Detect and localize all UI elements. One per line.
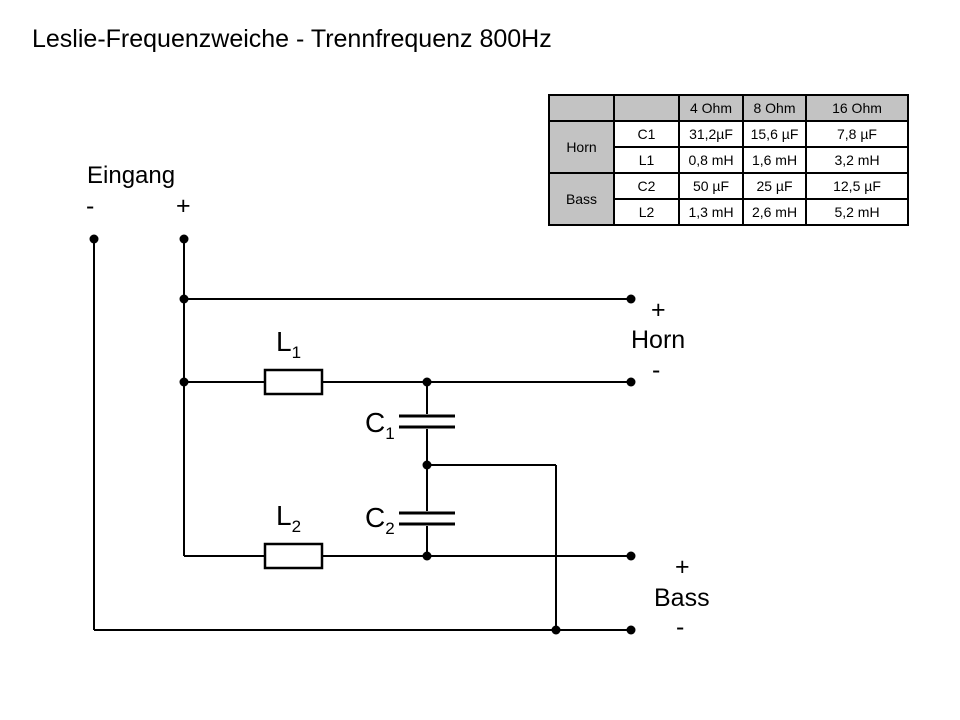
l2-letter: L	[276, 500, 292, 531]
inductor-l1	[263, 368, 324, 396]
value-l2-4ohm: 1,3 mH	[678, 198, 744, 226]
input-label: Eingang	[87, 162, 176, 189]
horn-output-label: Horn	[631, 326, 686, 354]
part-label-l2: L2	[613, 198, 680, 226]
bass-plus-sign: +	[675, 553, 690, 581]
group-label-horn: Horn	[548, 120, 615, 174]
value-c1-4ohm: 31,2µF	[678, 120, 744, 148]
inductor-l2-label: L2	[276, 500, 301, 537]
l1-subscript: 1	[291, 343, 302, 362]
value-c2-4ohm: 50 µF	[678, 172, 744, 200]
terminal-bass-plus	[626, 551, 636, 561]
table-row: L2 1,3 mH 2,6 mH 5,2 mH	[549, 198, 909, 226]
terminal-input-minus	[89, 234, 99, 244]
part-label-l1: L1	[613, 146, 680, 174]
component-values-table: 4 Ohm 8 Ohm 16 Ohm Horn C1 31,2µF 15,6 µ…	[548, 94, 909, 226]
terminal-input-plus	[179, 234, 189, 244]
junction-dot	[422, 551, 432, 561]
table-row: L1 0,8 mH 1,6 mH 3,2 mH	[549, 146, 909, 174]
bass-minus-sign: -	[676, 613, 685, 641]
terminal-bass-minus	[626, 625, 636, 635]
value-l2-8ohm: 2,6 mH	[742, 198, 807, 226]
part-label-c2: C2	[613, 172, 680, 200]
c2-subscript: 2	[385, 519, 395, 538]
value-l1-4ohm: 0,8 mH	[678, 146, 744, 174]
capacitor-c2-label: C2	[365, 502, 395, 539]
col-header-4ohm: 4 Ohm	[678, 94, 744, 122]
value-c1-16ohm: 7,8 µF	[805, 120, 909, 148]
input-plus-sign: +	[176, 192, 191, 220]
junction-dot	[179, 377, 189, 387]
col-header-8ohm: 8 Ohm	[742, 94, 807, 122]
value-c2-16ohm: 12,5 µF	[805, 172, 909, 200]
c1-letter: C	[365, 407, 386, 438]
corner-cell-group	[548, 94, 615, 122]
horn-plus-sign: +	[651, 296, 666, 324]
table-row: Horn C1 31,2µF 15,6 µF 7,8 µF	[548, 120, 909, 174]
junction-dot	[551, 625, 561, 635]
l2-subscript: 2	[291, 517, 302, 536]
value-l2-16ohm: 5,2 mH	[805, 198, 909, 226]
junction-dot	[179, 294, 189, 304]
inductor-l2	[263, 542, 324, 570]
capacitor-c1-label: C1	[365, 407, 395, 444]
table-header-row: 4 Ohm 8 Ohm 16 Ohm	[548, 94, 909, 122]
junction-dot	[422, 377, 432, 387]
page-title: Leslie-Frequenzweiche - Trennfrequenz 80…	[32, 25, 552, 53]
value-c1-8ohm: 15,6 µF	[742, 120, 807, 148]
c2-letter: C	[365, 502, 386, 533]
junction-dot	[422, 460, 432, 470]
inductor-l1-label: L1	[276, 326, 301, 363]
corner-cell-part	[613, 94, 680, 122]
bass-output-label: Bass	[654, 584, 710, 612]
value-l1-8ohm: 1,6 mH	[742, 146, 807, 174]
value-c2-8ohm: 25 µF	[742, 172, 807, 200]
input-minus-sign: -	[86, 192, 95, 220]
l1-letter: L	[276, 326, 292, 357]
part-label-c1: C1	[613, 120, 680, 148]
horn-minus-sign: -	[652, 356, 661, 384]
terminal-horn-plus	[626, 294, 636, 304]
table-row: Bass C2 50 µF 25 µF 12,5 µF	[548, 172, 909, 226]
c1-subscript: 1	[385, 424, 395, 443]
value-l1-16ohm: 3,2 mH	[805, 146, 909, 174]
group-label-bass: Bass	[548, 172, 615, 226]
col-header-16ohm: 16 Ohm	[805, 94, 909, 122]
terminal-horn-minus	[626, 377, 636, 387]
